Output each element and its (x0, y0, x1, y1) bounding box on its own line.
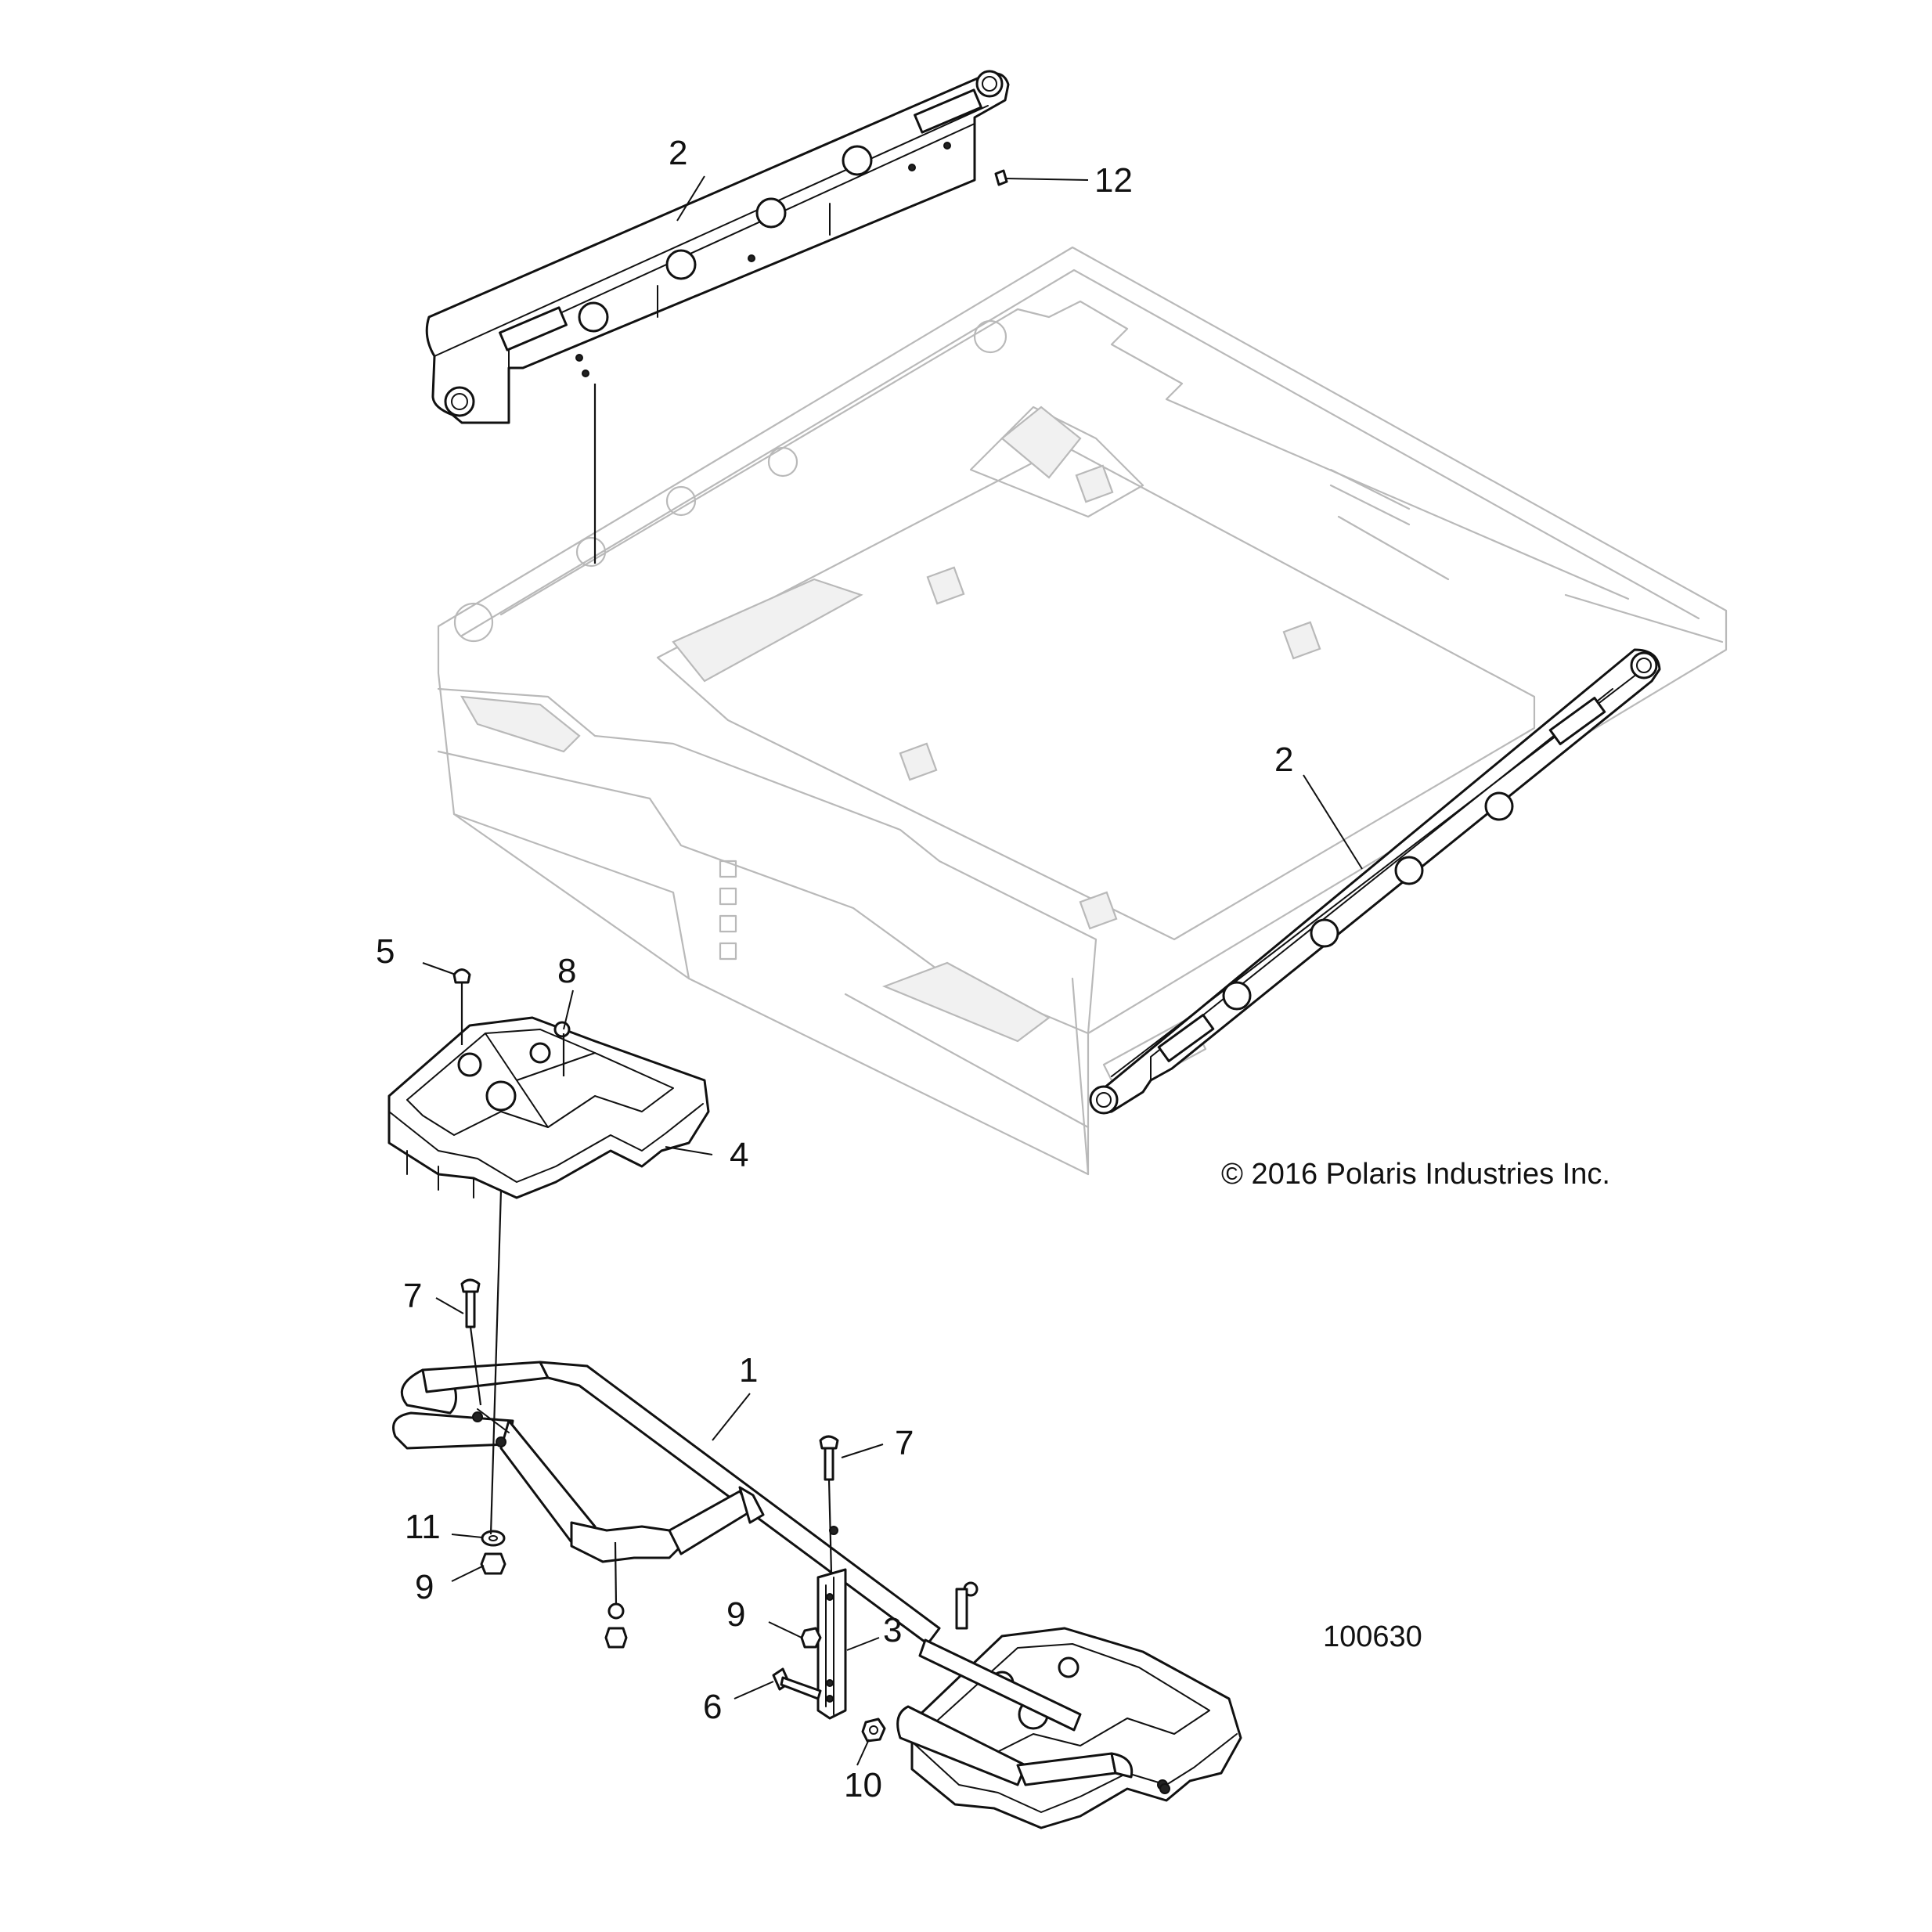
leader-lines (422, 175, 1363, 1766)
callout-6: 6 (703, 1688, 722, 1726)
callout-1: 1 (739, 1351, 758, 1390)
rail-upper (425, 70, 1010, 424)
callout-7-left: 7 (403, 1277, 422, 1315)
callout-3: 3 (883, 1611, 902, 1649)
callout-9-right: 9 (726, 1595, 745, 1634)
callout-2-upper: 2 (669, 134, 687, 172)
callout-10: 10 (844, 1766, 882, 1804)
footrest-pad-upper (387, 1016, 710, 1199)
callout-5: 5 (376, 932, 395, 971)
cargo-floor-ghost (437, 246, 1728, 1176)
callout-2-lower: 2 (1274, 741, 1293, 779)
callouts: 2 12 2 5 8 4 7 1 7 11 9 9 3 6 10 (376, 134, 1293, 1804)
hardware (452, 169, 1170, 1794)
figure-number: 100630 (1323, 1620, 1422, 1653)
callout-8: 8 (557, 952, 576, 990)
rail-lower (1089, 648, 1661, 1115)
callout-11: 11 (405, 1508, 441, 1546)
callout-9-left: 9 (415, 1568, 434, 1606)
callout-12: 12 (1094, 161, 1133, 200)
callout-7-right: 7 (895, 1424, 914, 1462)
callout-4: 4 (730, 1136, 748, 1174)
copyright-notice: © 2016 Polaris Industries Inc. (1221, 1158, 1610, 1191)
assembly-lines (469, 384, 833, 1606)
bracket (816, 1568, 847, 1720)
